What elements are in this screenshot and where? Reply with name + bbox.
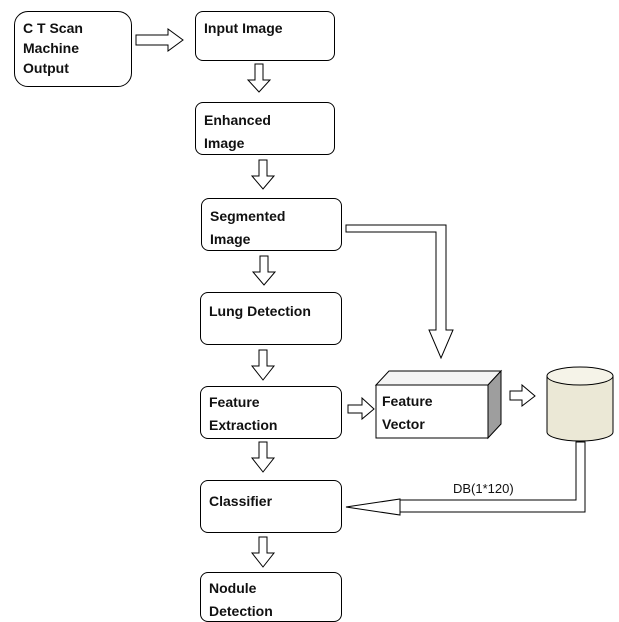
input-image-box: Input Image	[195, 11, 335, 61]
feature-extraction-label: Feature Extraction	[209, 394, 278, 433]
feature-vector-label: Feature Vector	[382, 393, 433, 432]
segmented-image-box: Segmented Image	[201, 198, 342, 251]
arrow-enhanced-to-segmented	[250, 159, 276, 190]
feature-extraction-box: Feature Extraction	[200, 386, 342, 439]
arrow-classifier-to-nodule	[250, 536, 276, 568]
arrow-ct-to-input	[135, 28, 184, 52]
feature-vector-front-face	[375, 384, 489, 439]
arrow-extraction-to-classifier	[250, 441, 276, 473]
input-image-label: Input Image	[204, 20, 283, 36]
lung-detection-label: Lung Detection	[209, 303, 311, 319]
arrow-segmented-to-lung	[251, 255, 277, 286]
classifier-box: Classifier	[200, 480, 342, 533]
arrow-segmented-to-feature-vector	[345, 224, 454, 360]
feature-vector-top-face	[374, 370, 503, 386]
feature-vector-box	[374, 369, 503, 440]
ct-scan-output-label: C T Scan Machine Output	[23, 20, 83, 76]
enhanced-image-box: Enhanced Image	[195, 102, 335, 155]
classifier-label: Classifier	[209, 493, 273, 509]
lung-detection-box: Lung Detection	[200, 292, 342, 345]
enhanced-image-label: Enhanced Image	[204, 112, 271, 151]
arrow-vector-to-database	[509, 383, 536, 408]
db-edge-label: DB(1*120)	[453, 481, 514, 496]
segmented-image-label: Segmented Image	[210, 208, 286, 247]
arrow-database-to-classifier	[345, 441, 586, 516]
database-cylinder-icon	[546, 366, 614, 442]
arrow-input-to-enhanced	[246, 63, 272, 93]
ct-scan-output-box: C T Scan Machine Output	[14, 11, 132, 87]
arrow-lung-to-feature-extraction	[250, 349, 276, 381]
feature-vector-label-area: Feature Vector	[382, 390, 486, 434]
database-cylinder-body	[546, 375, 614, 442]
nodule-detection-box: Nodule Detection	[200, 572, 342, 622]
database-cylinder-top	[546, 366, 614, 386]
nodule-detection-label: Nodule Detection	[209, 580, 273, 619]
arrow-extraction-to-vector	[347, 396, 375, 421]
